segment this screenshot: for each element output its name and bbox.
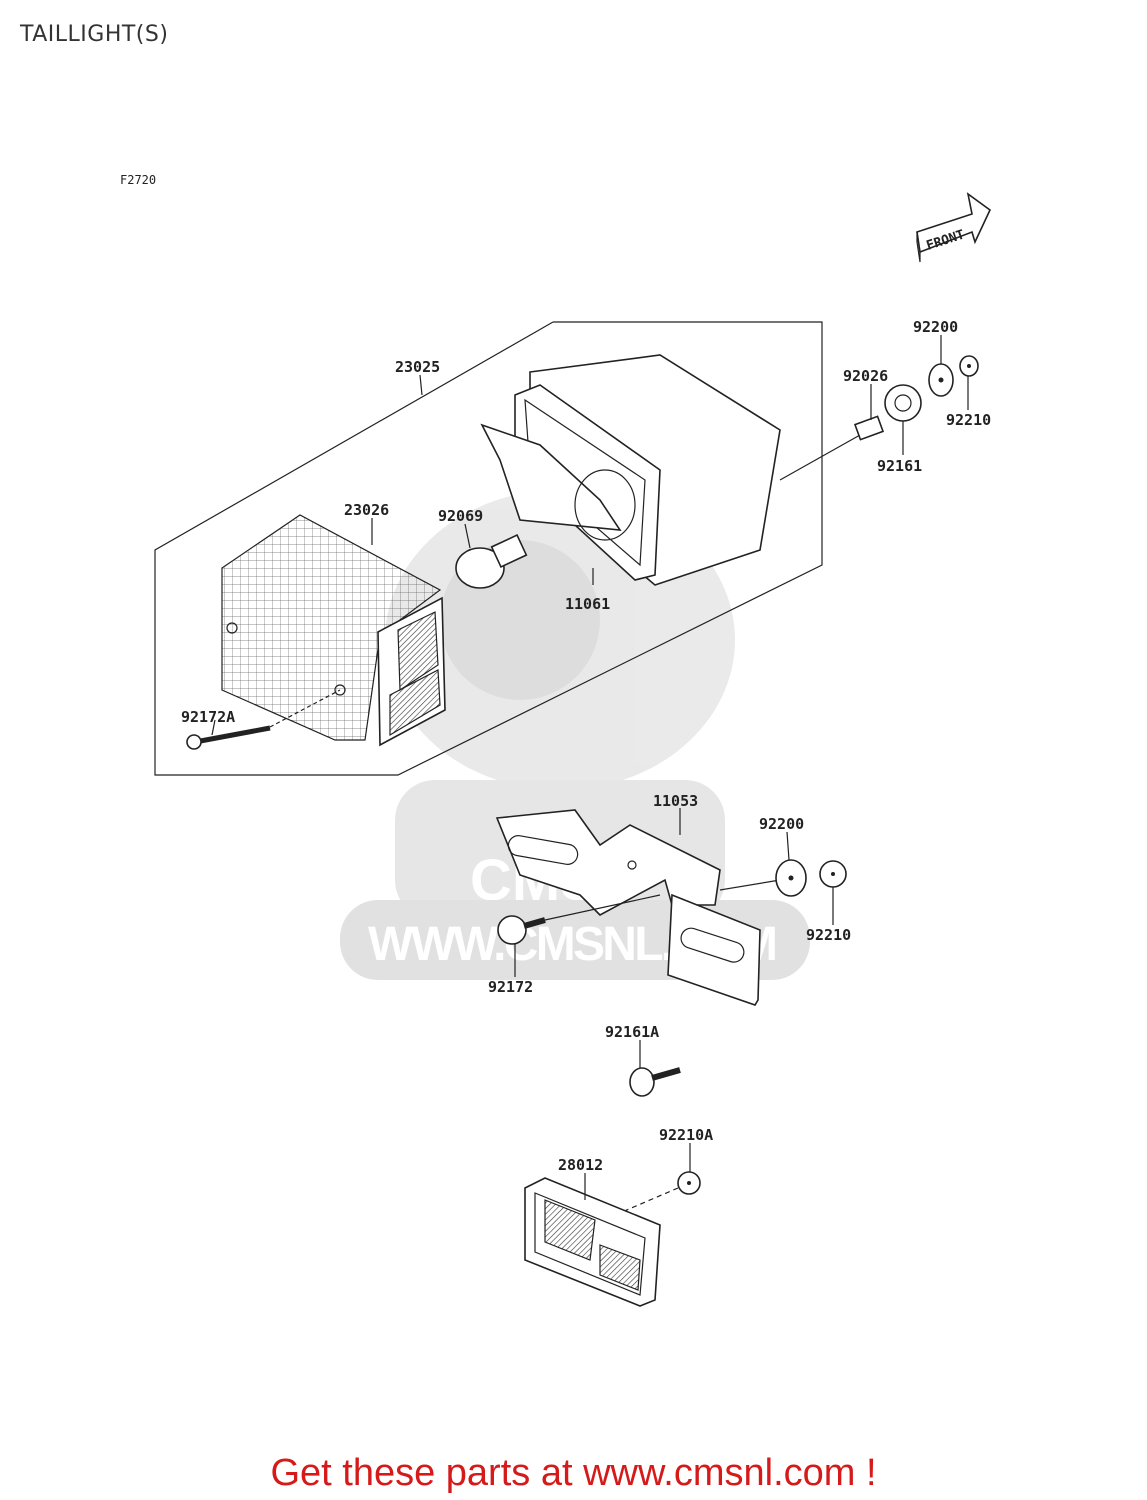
page-title: TAILLIGHT(S) [20, 22, 169, 47]
leader-lines [211, 335, 969, 1200]
figure-code: F2720 [120, 173, 156, 187]
part-label: 92161 [877, 457, 922, 475]
parts-diagram: CMS WWW.CMSNL.COM F2720 FRONT [120, 173, 992, 1307]
part-label: 92210 [946, 411, 991, 429]
taillight-housing [480, 354, 861, 586]
promo-link[interactable]: Get these parts at www.cmsnl.com ! [270, 1452, 877, 1494]
part-label: 11053 [653, 792, 698, 810]
taillight-lens [221, 514, 446, 747]
bolt-92172-icon [497, 894, 661, 945]
part-label: 92172A [181, 708, 235, 726]
front-arrow-icon: FRONT [916, 192, 992, 263]
part-label: 92026 [843, 367, 888, 385]
part-label: 92172 [488, 978, 533, 996]
part-label: 11061 [565, 595, 610, 613]
mount-bracket [495, 809, 781, 1006]
part-label: 92210 [806, 926, 851, 944]
bulb-icon [455, 534, 528, 589]
reflector [524, 1177, 661, 1307]
assembly-outline [154, 321, 823, 776]
part-label: 92210A [659, 1126, 713, 1144]
part-label: 28012 [558, 1156, 603, 1174]
mount-hardware-top [853, 355, 979, 441]
part-label: 23025 [395, 358, 440, 376]
part-label: 92161A [605, 1023, 659, 1041]
part-label: 92069 [438, 507, 483, 525]
watermark: CMS WWW.CMSNL.COM [340, 490, 810, 980]
part-label: 92200 [913, 318, 958, 336]
part-label: 23026 [344, 501, 389, 519]
part-label: 92200 [759, 815, 804, 833]
mount-hardware-right [775, 859, 847, 897]
grommet-92161A-icon [629, 1067, 681, 1097]
screw-92172A-icon [186, 689, 341, 750]
nut-92210A-icon [614, 1171, 701, 1216]
